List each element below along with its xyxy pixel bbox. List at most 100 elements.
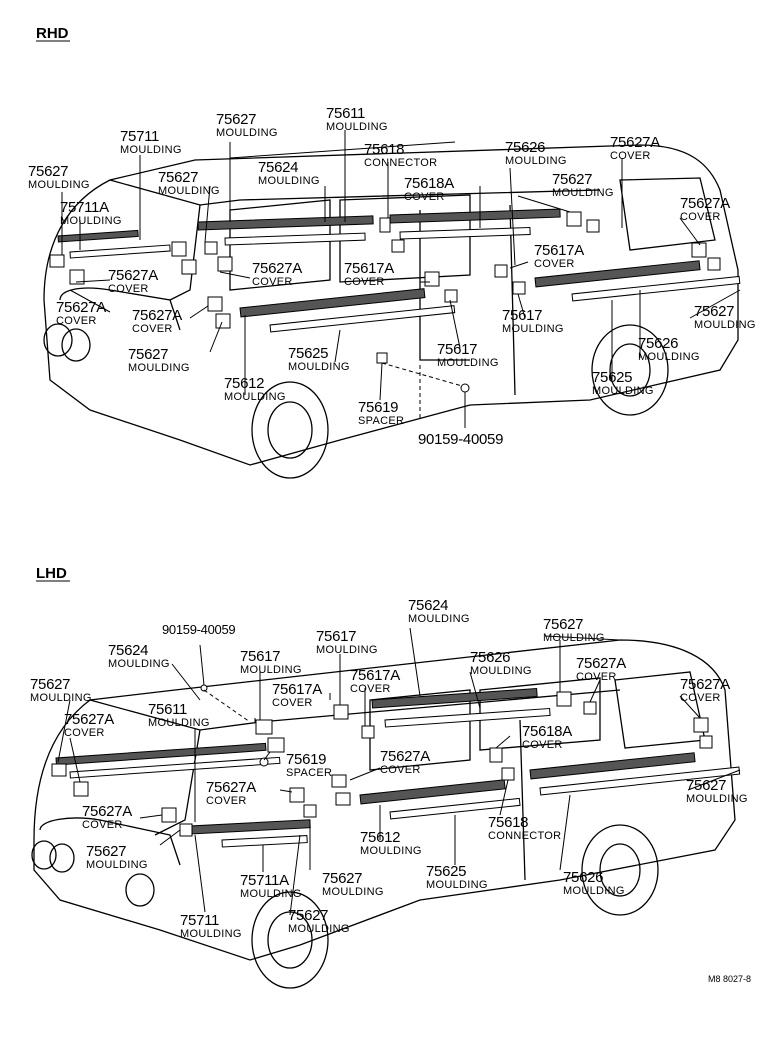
part-name: MOULDING (288, 361, 350, 373)
part-name: COVER (522, 739, 563, 751)
rhd-cover-clip (424, 271, 440, 287)
part-name: MOULDING (326, 121, 388, 133)
rhd-moulding-strip (399, 226, 531, 240)
part-name: MOULDING (322, 886, 384, 898)
part-number: 75619 (358, 399, 398, 416)
part-name: MOULDING (216, 127, 278, 139)
part-number: 75627A (610, 134, 660, 151)
rhd-moulding-strip (69, 244, 171, 259)
part-name: MOULDING (686, 793, 748, 805)
part-number: 75627 (552, 171, 592, 188)
part-number: 75627A (132, 307, 182, 324)
part-number: 75624 (108, 642, 148, 659)
lhd-dashed-guide (203, 689, 251, 723)
part-name: MOULDING (158, 185, 220, 197)
part-number: 75617A (534, 242, 584, 259)
rhd-cover-clip (494, 264, 508, 278)
part-name: MOULDING (288, 923, 350, 935)
part-number: 75711A (60, 199, 109, 216)
part-name: COVER (82, 819, 123, 831)
part-name: MOULDING (128, 362, 190, 374)
lhd-cover-clip (51, 763, 67, 777)
part-name: SPACER (286, 767, 332, 779)
lhd-cover-clip (303, 804, 317, 818)
part-number: 75711A (240, 872, 289, 889)
part-name: COVER (680, 692, 721, 704)
rhd-moulding-strip (571, 275, 741, 302)
part-number: 75627 (686, 777, 726, 794)
part-name: COVER (534, 258, 575, 270)
part-name: MOULDING (240, 664, 302, 676)
part-name: MOULDING (437, 357, 499, 369)
rhd-cover-clip (691, 242, 707, 258)
part-name: MOULDING (470, 665, 532, 677)
lhd-moulding-strip (69, 756, 281, 779)
rhd-callout: 90159-40059 (418, 431, 503, 448)
lhd-moulding-strip (389, 797, 521, 820)
part-name: MOULDING (60, 215, 122, 227)
part-name: MOULDING (148, 717, 210, 729)
part-name: COVER (206, 795, 247, 807)
part-number: 75625 (288, 345, 328, 362)
part-number: 75618 (488, 814, 528, 831)
part-number: 90159-40059 (162, 622, 235, 637)
part-name: COVER (576, 671, 617, 683)
part-name: COVER (108, 283, 149, 295)
rhd-cover-clip (391, 239, 405, 253)
part-name: MOULDING (224, 391, 286, 403)
part-number: 75627 (86, 843, 126, 860)
lhd-header: LHD (36, 565, 67, 582)
lhd-cover-clip (179, 823, 193, 837)
part-name: MOULDING (258, 175, 320, 187)
lhd-cover-clip (699, 735, 713, 749)
lhd-cover-clip (335, 792, 351, 806)
part-number: 75618A (522, 723, 572, 740)
rhd-mouldings (49, 208, 741, 420)
part-number: 75627A (206, 779, 256, 796)
part-name: COVER (56, 315, 97, 327)
part-name: MOULDING (694, 319, 756, 331)
lhd-moulding-strip (384, 707, 551, 728)
part-number: 75627A (64, 711, 114, 728)
part-number: 75617A (350, 667, 400, 684)
part-number: 75617 (316, 628, 356, 645)
lhd-cover-clip (331, 774, 347, 788)
lhd-moulding-strip (371, 687, 538, 709)
lhd-moulding-strip (189, 819, 311, 835)
part-number: 75611 (326, 105, 365, 122)
part-name: CONNECTOR (488, 830, 561, 842)
rhd-moulding-strip (534, 260, 701, 288)
part-name: COVER (404, 191, 445, 203)
rhd-moulding-strip (239, 288, 426, 318)
part-number: 75624 (408, 597, 448, 614)
rhd-moulding-strip (269, 305, 456, 333)
part-number: 75627 (28, 163, 68, 180)
part-number: 75627A (680, 676, 730, 693)
rhd-cover-clip (171, 241, 187, 257)
rhd-moulding-strip (224, 232, 366, 246)
lhd-cover-clip (583, 701, 597, 715)
part-number: 75618A (404, 175, 454, 192)
part-name: MOULDING (28, 179, 90, 191)
part-name: COVER (272, 697, 313, 709)
part-name: MOULDING (563, 885, 625, 897)
part-name: COVER (680, 211, 721, 223)
